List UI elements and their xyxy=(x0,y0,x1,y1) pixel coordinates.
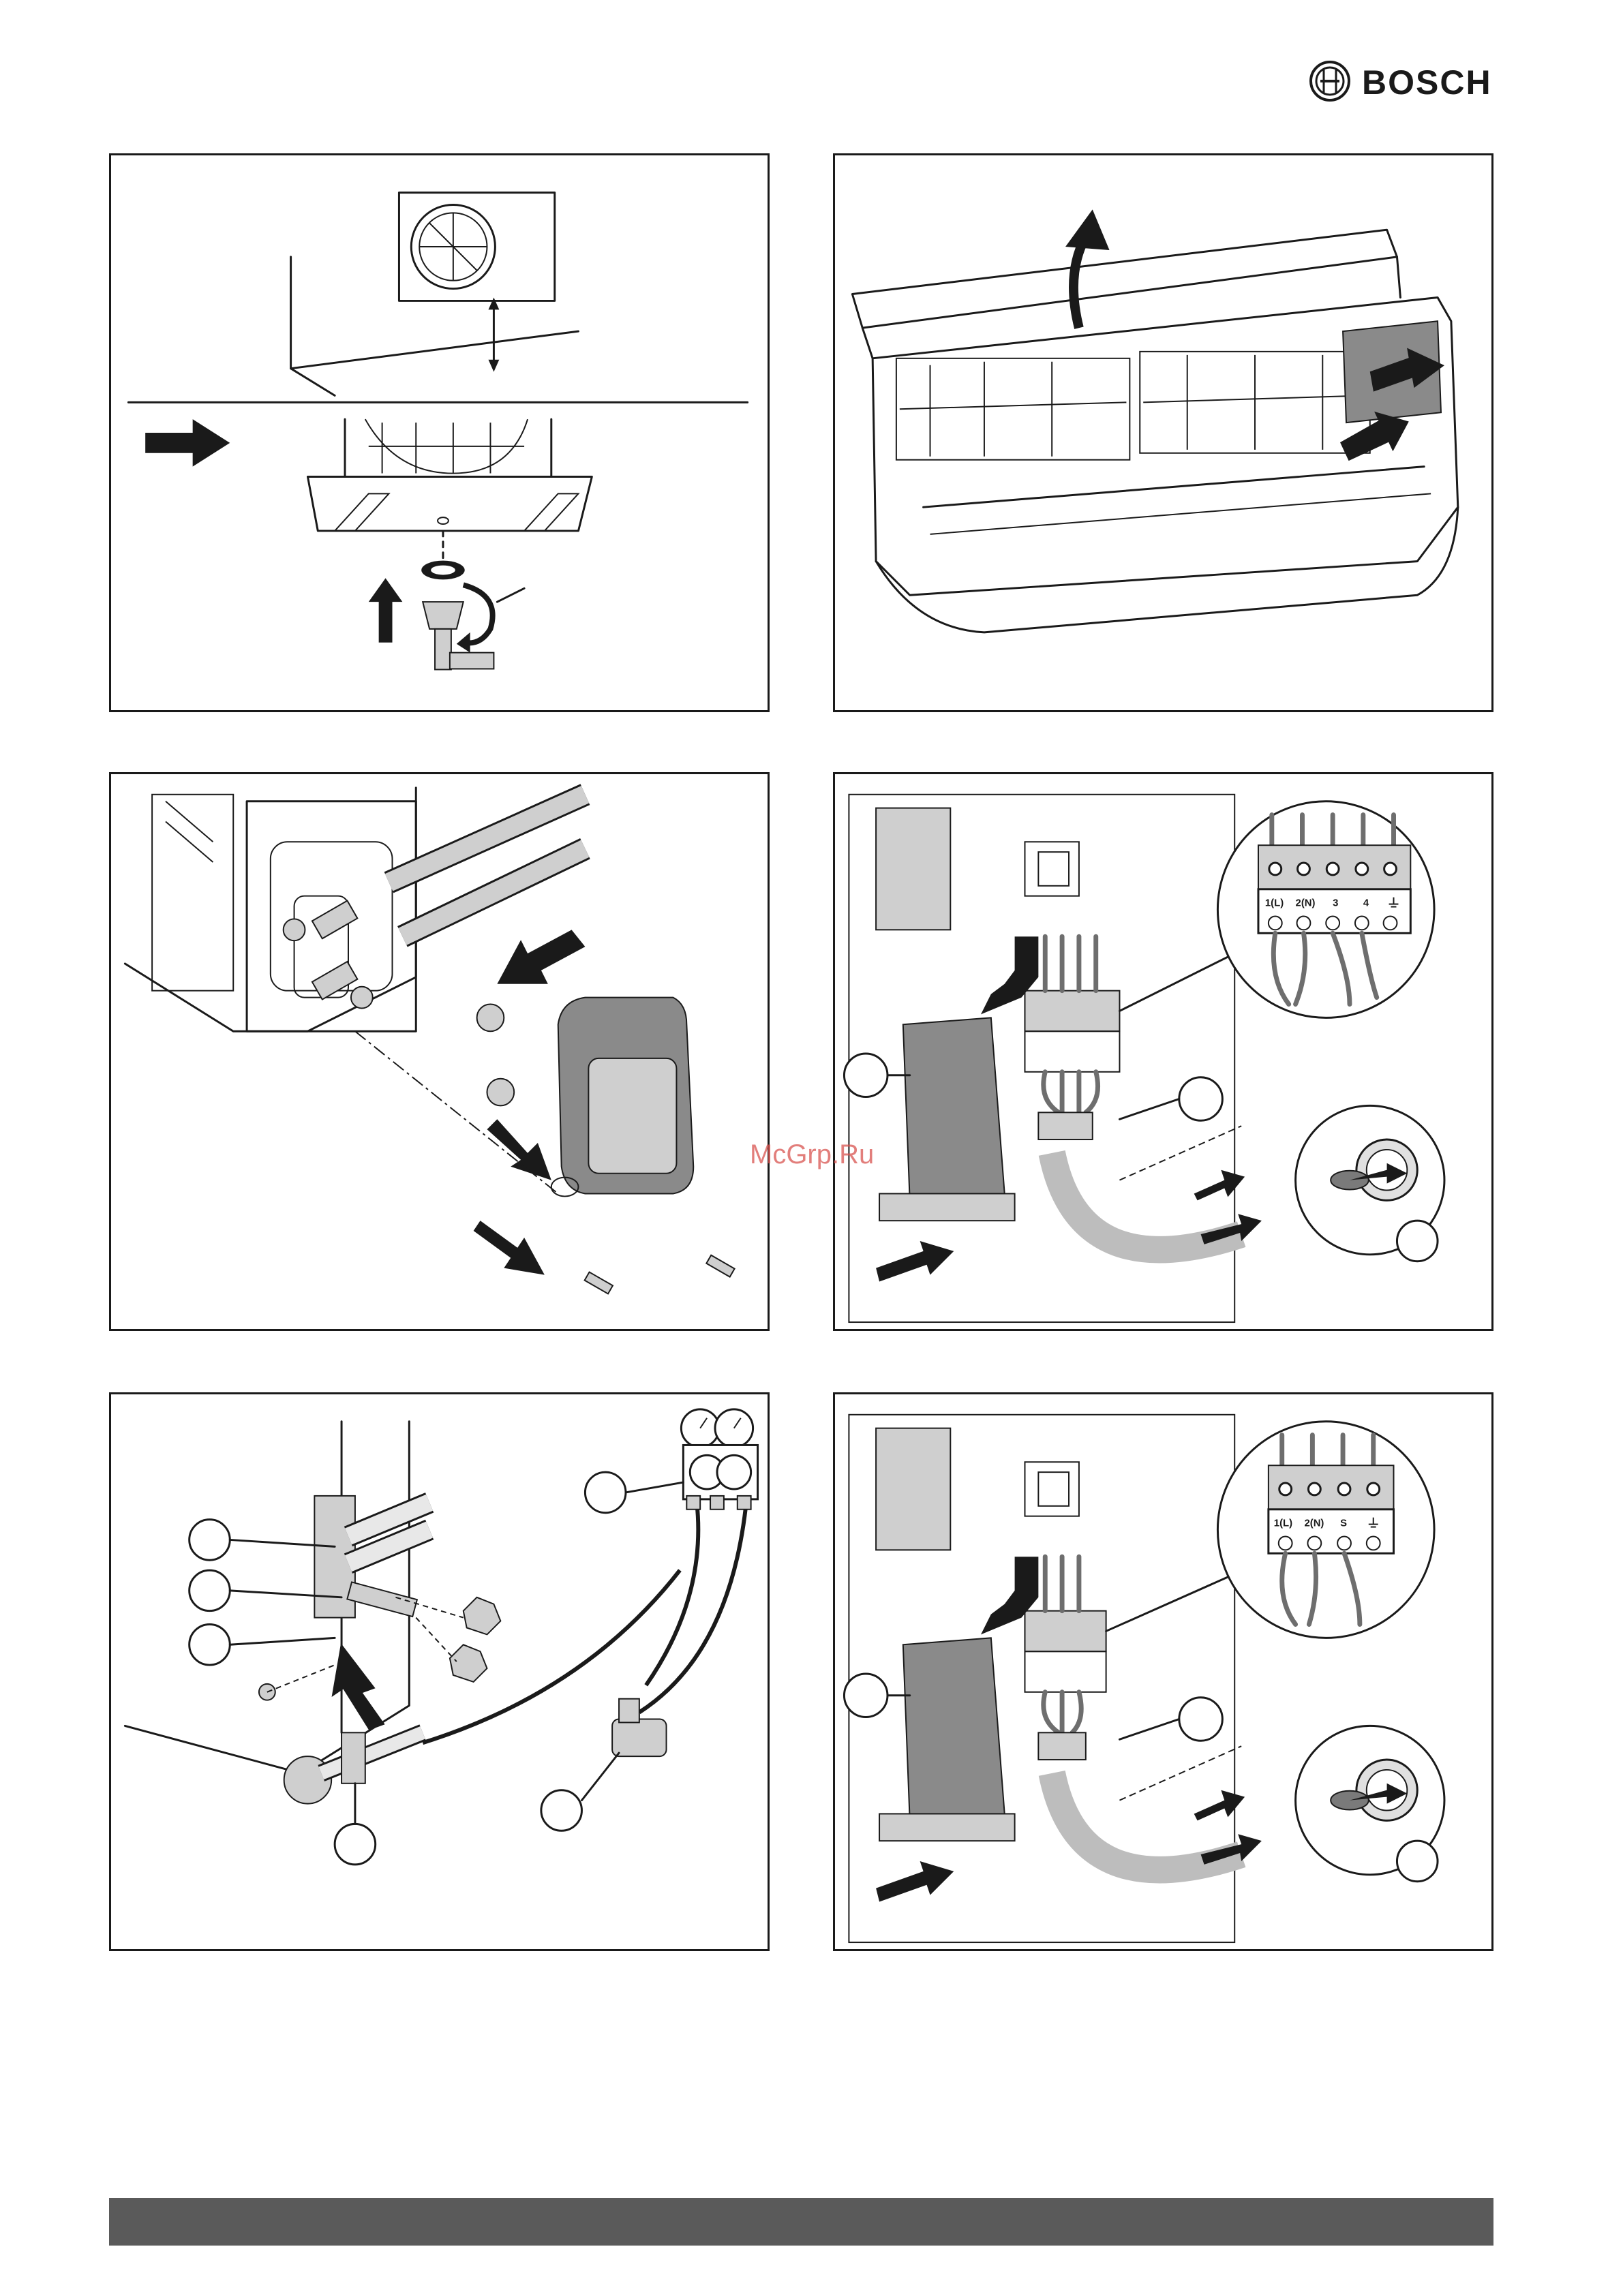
figure-indoor-unit-open xyxy=(833,153,1493,712)
terminal-label-1l: 1(L) xyxy=(1274,1518,1292,1529)
figure-service-valves xyxy=(109,772,770,1331)
figure-manifold-gauge xyxy=(109,1392,770,1951)
callout-1 xyxy=(844,1054,888,1097)
callout-3 xyxy=(1397,1221,1438,1261)
drain-fitting-illustration xyxy=(111,155,768,710)
callout-1 xyxy=(844,1674,888,1717)
callout-3 xyxy=(189,1625,230,1666)
callout-2 xyxy=(1179,1698,1223,1741)
figure-drain-fitting xyxy=(109,153,770,712)
service-valve-illustration xyxy=(111,774,768,1329)
callout-5 xyxy=(585,1472,626,1513)
brand-logo: BOSCH xyxy=(1309,60,1493,108)
terminal-label-4: 4 xyxy=(1363,898,1369,909)
terminal-label-1l: 1(L) xyxy=(1265,898,1284,909)
callout-3 xyxy=(1397,1841,1438,1882)
terminal-label-2n: 2(N) xyxy=(1304,1518,1324,1529)
figure-wiring-3pin: 1(L) 2(N) S xyxy=(833,1392,1493,1951)
callout-4 xyxy=(335,1824,376,1865)
indoor-unit-illustration xyxy=(835,155,1491,710)
terminal-label-2n: 2(N) xyxy=(1296,898,1316,909)
watermark: McGrp.Ru xyxy=(750,1139,874,1170)
manifold-gauge-illustration xyxy=(111,1394,768,1949)
callout-2 xyxy=(189,1570,230,1611)
figure-wiring-4pin: 1(L) 2(N) 3 4 xyxy=(833,772,1493,1331)
brand-name: BOSCH xyxy=(1362,63,1492,102)
wiring-3pin-illustration: 1(L) 2(N) S xyxy=(835,1394,1491,1949)
terminal-label-s: S xyxy=(1340,1518,1347,1529)
wiring-4pin-illustration: 1(L) 2(N) 3 4 xyxy=(835,774,1491,1329)
callout-1 xyxy=(189,1520,230,1561)
callout-6 xyxy=(541,1790,582,1831)
bosch-armature-logo-icon xyxy=(1309,60,1351,102)
footer-bar xyxy=(109,2198,1493,2246)
terminal-label-3: 3 xyxy=(1333,898,1338,909)
callout-2 xyxy=(1179,1077,1223,1121)
